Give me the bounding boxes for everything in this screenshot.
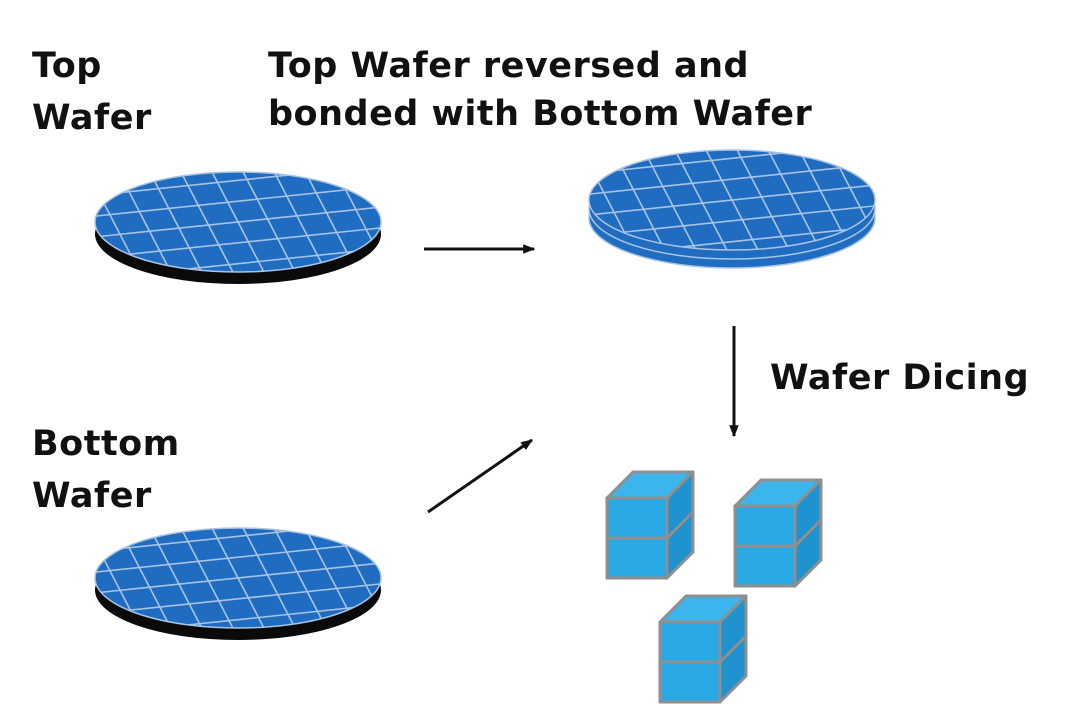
bonded-step-label: Top Wafer reversed and bonded with Botto…: [268, 46, 813, 134]
die-bond-seam: [735, 518, 823, 548]
diced-die: [658, 594, 748, 704]
grid-line: [0, 168, 48, 276]
grid-line: [397, 168, 453, 276]
grid-line: [0, 168, 17, 276]
die-bond-seam: [607, 510, 695, 540]
arrow-bottom-to-bonded: [427, 438, 533, 514]
grid-line: [589, 183, 875, 217]
grid-line: [95, 205, 381, 239]
grid-line: [397, 524, 453, 632]
grid-line: [579, 267, 885, 299]
grid-line: [23, 168, 79, 276]
grid-line: [953, 146, 1009, 254]
grid-line: [459, 168, 515, 276]
grid-line: [95, 226, 381, 260]
grid-line: [95, 246, 381, 272]
grid-line: [891, 146, 947, 254]
grid-line: [271, 528, 329, 628]
grid-line: [147, 528, 205, 628]
grid-line: [85, 289, 391, 321]
grid-line: [455, 146, 511, 254]
die-bond-seam: [660, 634, 748, 664]
grid-line: [428, 168, 484, 276]
grid-line: [95, 540, 381, 574]
bottom-wafer-disc: [0, 524, 515, 677]
grid-line: [0, 524, 48, 632]
top-wafer-label: Top Wafer: [32, 46, 152, 138]
wafer-die-grid: [0, 524, 515, 677]
grid-line: [922, 146, 978, 254]
grid-line: [95, 602, 381, 628]
grid-line: [23, 524, 79, 632]
wafer-dicing-label: Wafer Dicing: [770, 358, 1030, 398]
bottom-wafer-label: Bottom Wafer: [32, 424, 180, 516]
grid-line: [271, 172, 329, 272]
wafer-rim: [588, 149, 876, 251]
grid-line: [641, 150, 699, 250]
grid-line: [95, 528, 381, 554]
wafer-die-grid: [455, 146, 1009, 299]
grid-line: [95, 172, 381, 177]
grid-line: [0, 524, 17, 632]
grid-line: [85, 645, 391, 677]
bonded-wafer-stack: [455, 146, 1009, 299]
grid-line: [147, 172, 205, 272]
grid-line: [589, 162, 875, 196]
grid-line: [765, 150, 823, 250]
grid-line: [95, 172, 381, 198]
grid-line: [95, 582, 381, 616]
grid-line: [95, 561, 381, 595]
grid-line: [589, 150, 875, 176]
diced-die: [733, 478, 823, 588]
diced-die: [605, 470, 695, 580]
wafer-rim: [94, 527, 382, 629]
grid-line: [589, 224, 875, 250]
grid-line: [517, 146, 573, 254]
wafer-rim: [94, 171, 382, 273]
grid-line: [459, 524, 515, 632]
grid-line: [95, 184, 381, 218]
grid-line: [589, 204, 875, 238]
top-wafer-disc: [0, 168, 515, 321]
grid-line: [428, 524, 484, 632]
grid-line: [486, 146, 542, 254]
